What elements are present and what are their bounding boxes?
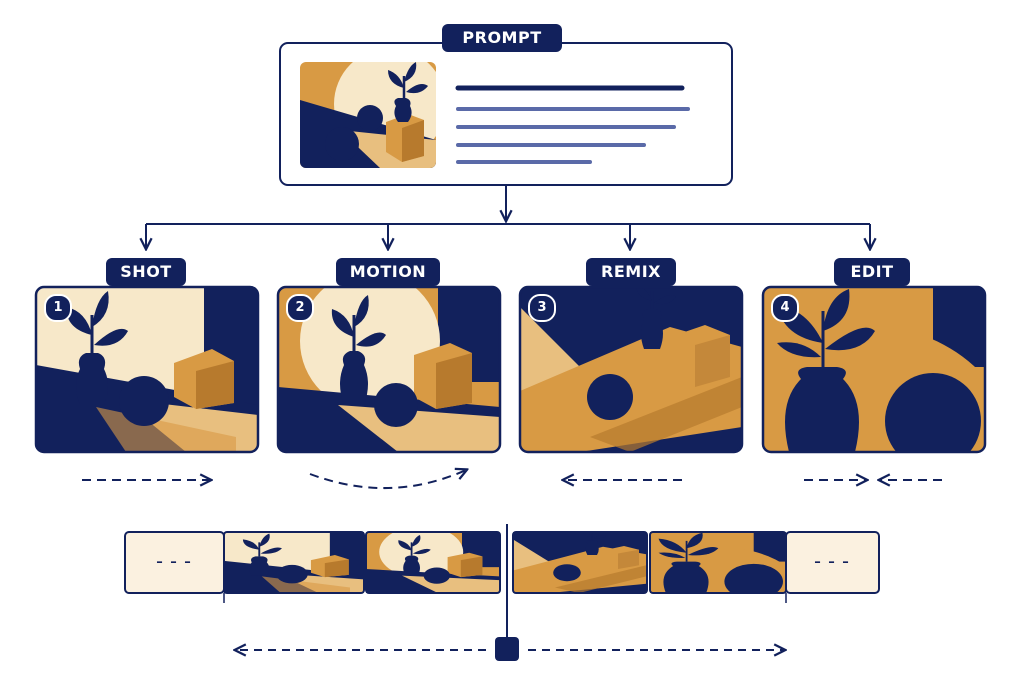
- prompt-card: [279, 42, 733, 186]
- playhead-handle[interactable]: [495, 637, 519, 661]
- prompt-label: PROMPT: [442, 24, 562, 52]
- stage-panel-shot: [34, 285, 260, 454]
- stage-label-motion: MOTION: [336, 258, 440, 286]
- prompt-text-lines: [455, 85, 690, 164]
- stage-number-1: 1: [44, 294, 72, 322]
- timeline-frame-motion: [365, 531, 501, 594]
- timeline-frame-edit: [649, 531, 787, 594]
- stage-number-4: 4: [771, 294, 799, 322]
- stage-number-3: 3: [528, 294, 556, 322]
- timeline-strip: [124, 531, 880, 603]
- motion-arc-arrow: [309, 470, 466, 490]
- stage-label-shot: SHOT: [106, 258, 186, 286]
- stage-panel-remix: [518, 285, 744, 454]
- stage-number-2: 2: [286, 294, 314, 322]
- stage-panel-edit: [761, 285, 987, 454]
- stage-motion-arrows: [82, 470, 942, 490]
- timeline-end-placeholder: ---: [811, 549, 854, 573]
- stage-label-remix: REMIX: [586, 258, 676, 286]
- timeline-start-placeholder: ---: [153, 549, 196, 573]
- prompt-image-thumbnail: [300, 62, 436, 168]
- timeline-frame-shot: [223, 531, 365, 594]
- timeline-frame-remix: [512, 531, 648, 594]
- branch-connectors: [146, 185, 870, 248]
- timeline-scrubber: [236, 524, 784, 650]
- stage-label-edit: EDIT: [834, 258, 910, 286]
- stage-panel-motion: [276, 285, 502, 454]
